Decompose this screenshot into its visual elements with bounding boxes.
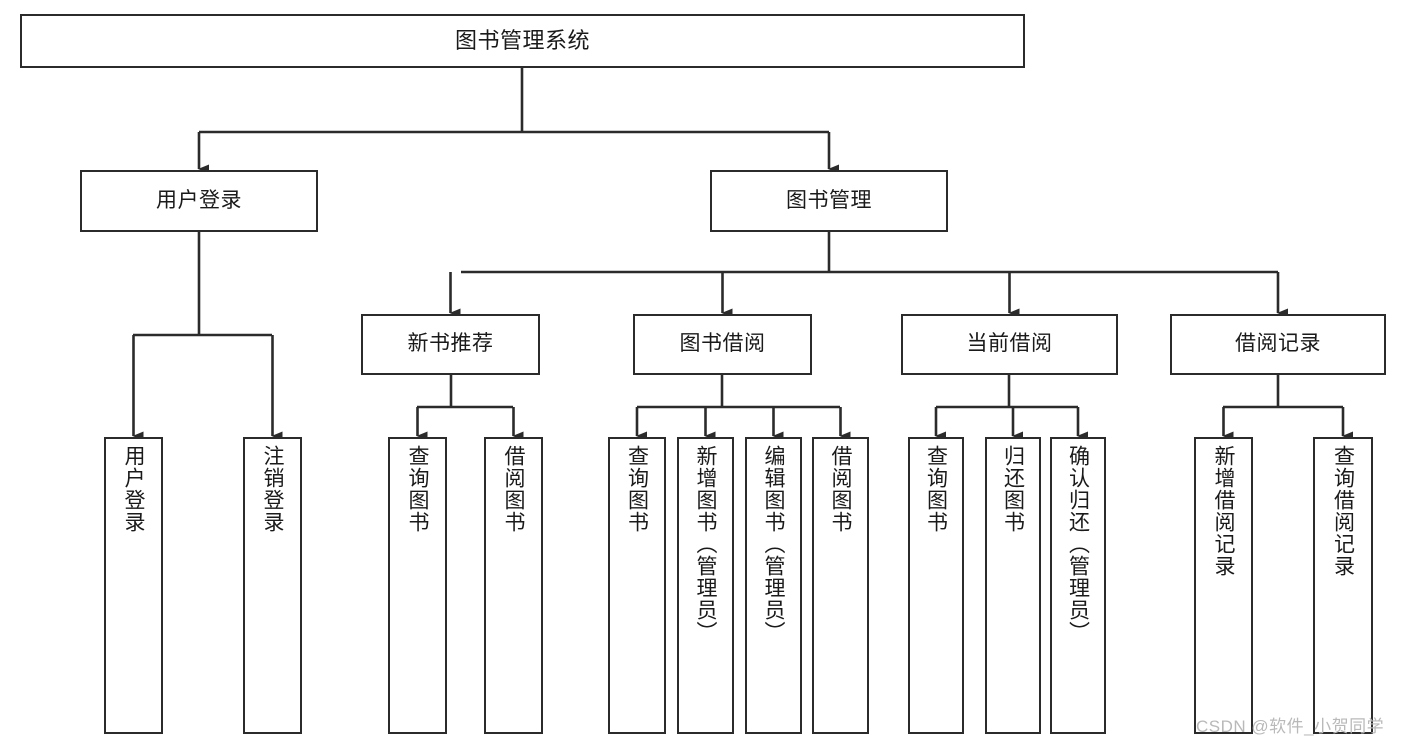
node-borrow-record[interactable]: 借阅记录: [1170, 314, 1386, 375]
node-leaf-query-book-3[interactable]: 查询图书: [908, 437, 964, 734]
node-label: 图书管理系统: [454, 28, 590, 54]
node-label: 查询图书: [406, 445, 429, 533]
node-label: 借阅图书: [829, 445, 852, 533]
node-book-borrow[interactable]: 图书借阅: [633, 314, 812, 375]
node-label: 归还图书: [1001, 445, 1025, 533]
node-label: 查询图书: [625, 445, 649, 533]
node-label: 图书管理: [786, 188, 872, 212]
node-label: 注销登录: [261, 445, 284, 533]
node-leaf-add-book[interactable]: 新增图书（管理员）: [677, 437, 734, 734]
node-label: 图书借阅: [679, 332, 766, 356]
node-label: 当前借阅: [966, 332, 1053, 356]
node-label: 新书推荐: [407, 332, 494, 356]
node-leaf-add-borrow-record[interactable]: 新增借阅记录: [1194, 437, 1253, 734]
node-label: 新增图书（管理员）: [694, 445, 717, 643]
node-leaf-edit-book[interactable]: 编辑图书（管理员）: [745, 437, 802, 734]
node-label: 编辑图书（管理员）: [762, 445, 785, 643]
node-label: 用户登录: [156, 188, 242, 212]
node-label: 新增借阅记录: [1212, 445, 1235, 577]
node-leaf-query-borrow-record[interactable]: 查询借阅记录: [1313, 437, 1373, 734]
node-leaf-user-login[interactable]: 用户登录: [104, 437, 163, 734]
node-leaf-logout[interactable]: 注销登录: [243, 437, 302, 734]
node-user-login[interactable]: 用户登录: [80, 170, 318, 232]
node-leaf-query-book-2[interactable]: 查询图书: [608, 437, 666, 734]
node-new-book-recommend[interactable]: 新书推荐: [361, 314, 540, 375]
node-leaf-return-book[interactable]: 归还图书: [985, 437, 1041, 734]
node-label: 用户登录: [122, 445, 145, 533]
node-label: 借阅记录: [1235, 332, 1321, 356]
node-root-system[interactable]: 图书管理系统: [20, 14, 1025, 68]
node-label: 确认归还（管理员）: [1066, 445, 1090, 643]
node-leaf-borrow-book-2[interactable]: 借阅图书: [812, 437, 869, 734]
node-leaf-confirm-return[interactable]: 确认归还（管理员）: [1050, 437, 1106, 734]
node-label: 查询借阅记录: [1331, 445, 1355, 577]
node-label: 查询图书: [924, 445, 948, 533]
node-leaf-borrow-book-1[interactable]: 借阅图书: [484, 437, 543, 734]
node-label: 借阅图书: [502, 445, 525, 533]
node-current-borrow[interactable]: 当前借阅: [901, 314, 1118, 375]
node-leaf-query-book-1[interactable]: 查询图书: [388, 437, 447, 734]
node-book-manage[interactable]: 图书管理: [710, 170, 948, 232]
